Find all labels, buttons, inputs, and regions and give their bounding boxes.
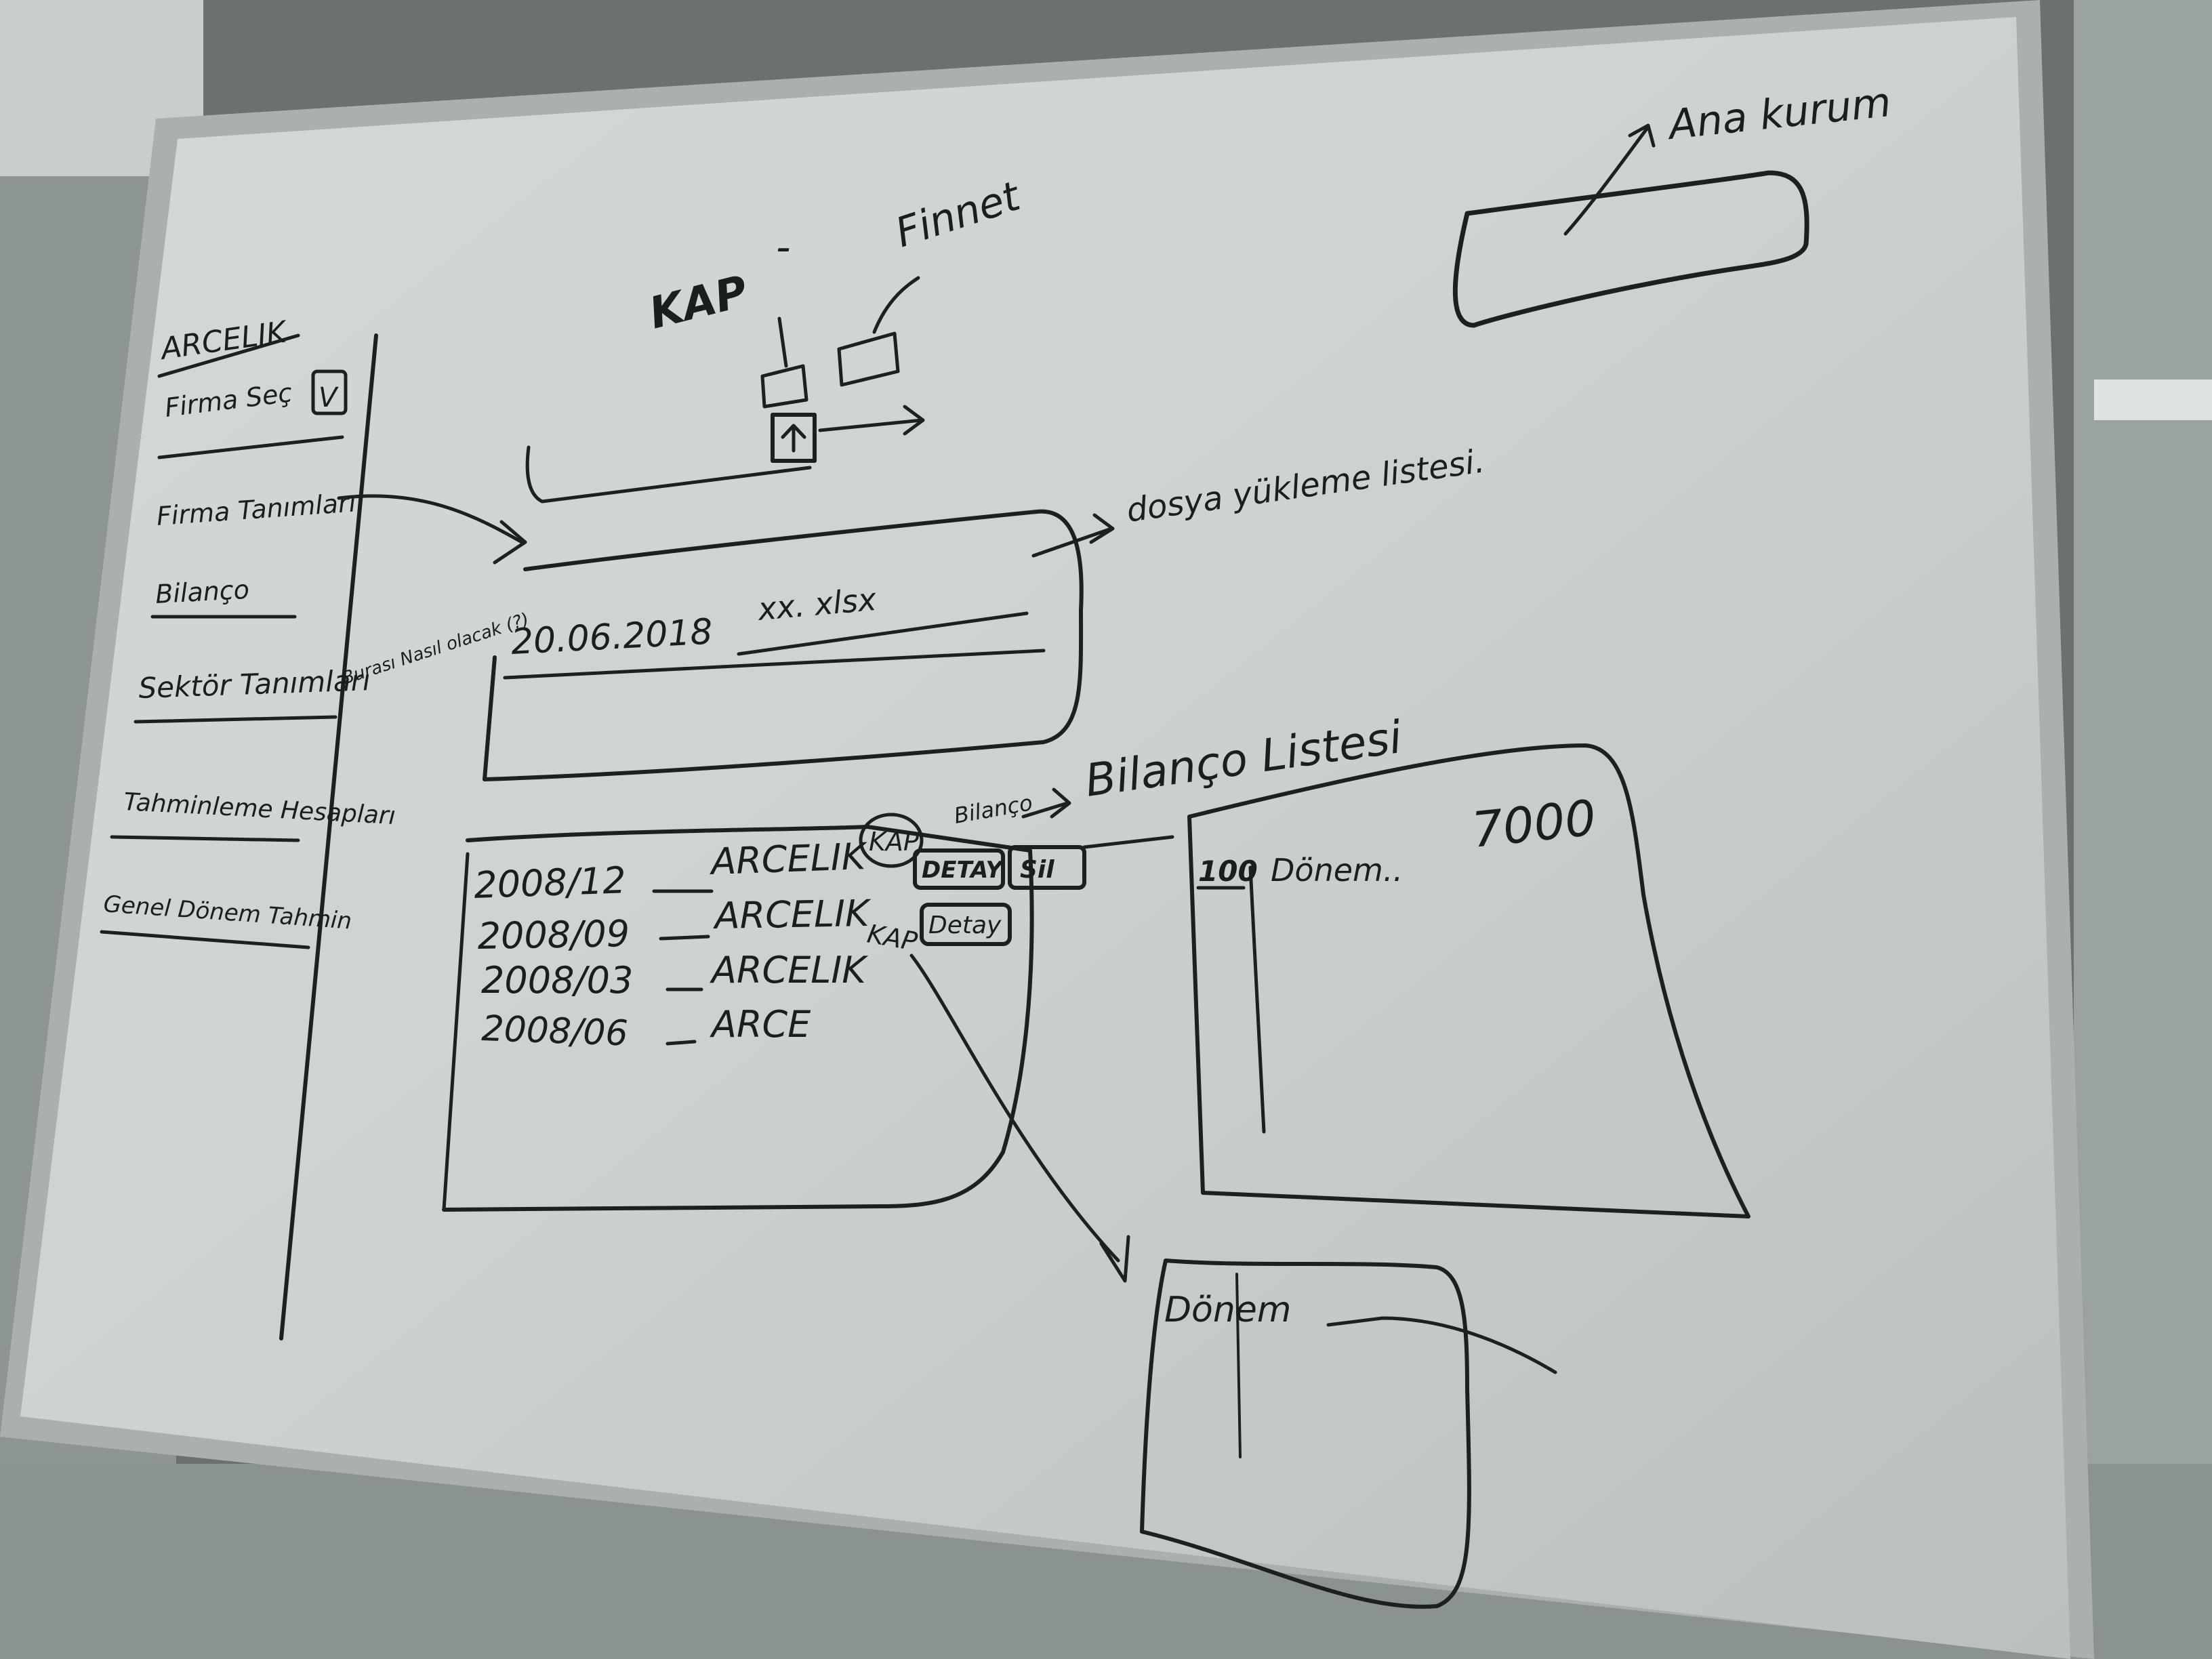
balance-row-1-kap-badge-circle bbox=[859, 813, 924, 868]
period-panel-divider bbox=[1235, 1273, 1242, 1458]
sidebar-item-sektor-tanimlari[interactable]: Sektör Tanımları bbox=[138, 663, 371, 705]
ceiling-vent-right bbox=[2094, 380, 2212, 420]
firm-select-chevron-icon: V bbox=[319, 382, 339, 413]
file-input-field[interactable] bbox=[525, 445, 812, 504]
upload-row-file-underline bbox=[737, 611, 1029, 656]
period-panel-connector bbox=[1326, 1316, 1557, 1374]
brand-underline bbox=[157, 333, 300, 378]
detail-panel-column-divider bbox=[1248, 865, 1266, 1134]
upload-arrow bbox=[818, 418, 924, 432]
source-dash: - bbox=[776, 224, 791, 271]
genel-donem-underline bbox=[100, 930, 310, 949]
upload-row-separator bbox=[503, 649, 1046, 680]
upload-list-arrow bbox=[1031, 527, 1113, 558]
balance-row-4-company[interactable]: ARCE bbox=[710, 1003, 811, 1046]
balance-row-3-period: 2008/03 bbox=[481, 959, 633, 1002]
firm-select-underline bbox=[157, 435, 344, 459]
upload-arrow-head-icon bbox=[903, 405, 925, 436]
detail-button-2-label: Detay bbox=[928, 912, 1002, 939]
kap-option-box[interactable] bbox=[760, 364, 808, 409]
balance-row-4-dash bbox=[665, 1040, 697, 1046]
window-right bbox=[2074, 0, 2212, 1659]
corner-component-arrow bbox=[1563, 127, 1649, 236]
balance-row-4-period: 2008/06 bbox=[481, 1008, 629, 1054]
sektor-underline bbox=[134, 715, 337, 724]
finnet-option-box[interactable] bbox=[837, 331, 900, 387]
upload-list-box bbox=[483, 509, 1084, 781]
list-title-arrow bbox=[1021, 801, 1069, 819]
detail-account-label: Dönem.. bbox=[1271, 852, 1403, 888]
upload-button[interactable] bbox=[771, 413, 817, 463]
whiteboard-surface bbox=[20, 17, 2070, 1659]
finnet-connector bbox=[872, 276, 920, 334]
firm-select-dropdown[interactable] bbox=[311, 369, 348, 415]
delete-button-label: Sil bbox=[1020, 856, 1054, 884]
tahminleme-underline bbox=[110, 835, 300, 842]
detail-button-2[interactable] bbox=[920, 903, 1012, 946]
balance-row-2-company[interactable]: ARCELIK bbox=[712, 892, 872, 937]
balance-sheet-box bbox=[442, 825, 1034, 1212]
detail-panel-box bbox=[1187, 743, 1750, 1218]
delete-connector bbox=[1082, 835, 1174, 849]
list-title-arrow-head-icon bbox=[1050, 787, 1071, 819]
kap-connector bbox=[777, 316, 788, 368]
firma-arrow-head-icon bbox=[493, 520, 527, 565]
file-upload-bar bbox=[525, 405, 925, 504]
period-panel-box bbox=[1140, 1258, 1471, 1609]
detail-account-code[interactable]: 100 bbox=[1198, 855, 1258, 888]
balance-row-1-company[interactable]: ARCELIK bbox=[708, 835, 868, 883]
sidebar-item-bilanco[interactable]: Bilanço bbox=[155, 575, 250, 609]
detail-button[interactable] bbox=[913, 848, 1005, 890]
balance-row-1-kap-badge: KAP bbox=[869, 827, 919, 857]
upload-list-arrow-head-icon bbox=[1089, 513, 1115, 544]
period-panel-label: Dönem bbox=[1164, 1290, 1291, 1330]
detail-button-label: DETAY bbox=[922, 857, 1004, 884]
upload-arrow-icon bbox=[781, 424, 806, 453]
balance-row-3-company[interactable]: ARCELIK bbox=[710, 949, 868, 991]
corner-component-arrow-head-icon bbox=[1628, 123, 1656, 148]
period-panel: Dönem bbox=[1140, 1258, 1557, 1609]
balance-row-2-period: 2008/09 bbox=[477, 912, 630, 958]
sidebar-divider bbox=[279, 333, 378, 1340]
balance-row-1-period: 2008/12 bbox=[473, 859, 626, 907]
detail-to-period-arrow-head-icon bbox=[1099, 1235, 1130, 1283]
detail-panel: 100 Dönem.. 7000 bbox=[1187, 743, 1750, 1218]
balance-row-2-dash bbox=[659, 935, 710, 941]
delete-button[interactable] bbox=[1008, 845, 1086, 890]
detail-account-value: 7000 bbox=[1469, 789, 1599, 859]
corner-component-box bbox=[1452, 170, 1809, 328]
balance-sheet-left-edge bbox=[442, 852, 470, 1212]
detail-to-period-arrow bbox=[909, 954, 1120, 1263]
firma-arrow bbox=[337, 494, 524, 544]
